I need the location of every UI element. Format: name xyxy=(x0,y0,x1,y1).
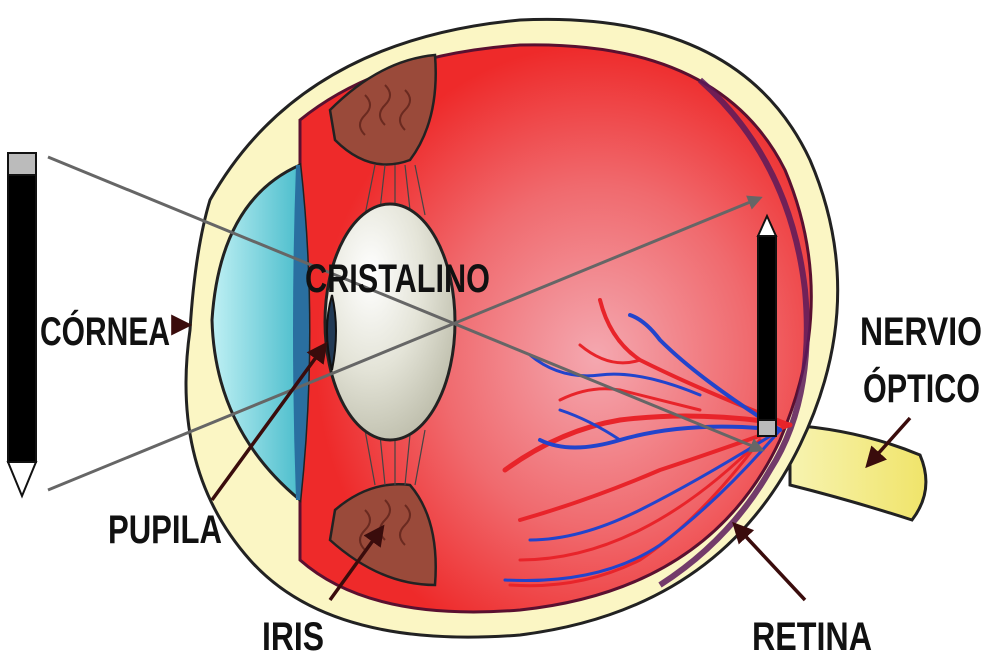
optic-nerve xyxy=(790,425,926,520)
label-iris: IRIS xyxy=(262,615,324,658)
lens xyxy=(325,204,455,440)
label-nervio-line1: NERVIO xyxy=(860,310,982,354)
pencil-object-icon xyxy=(8,153,36,496)
label-cornea: CÓRNEA xyxy=(40,308,170,354)
label-retina: RETINA xyxy=(752,615,872,658)
label-nervio-line2: ÓPTICO xyxy=(863,365,980,411)
pencil-image-icon xyxy=(758,216,776,436)
label-cristalino: CRISTALINO xyxy=(305,257,490,301)
retina-pointer xyxy=(735,525,805,600)
label-pupila: PUPILA xyxy=(108,508,222,552)
